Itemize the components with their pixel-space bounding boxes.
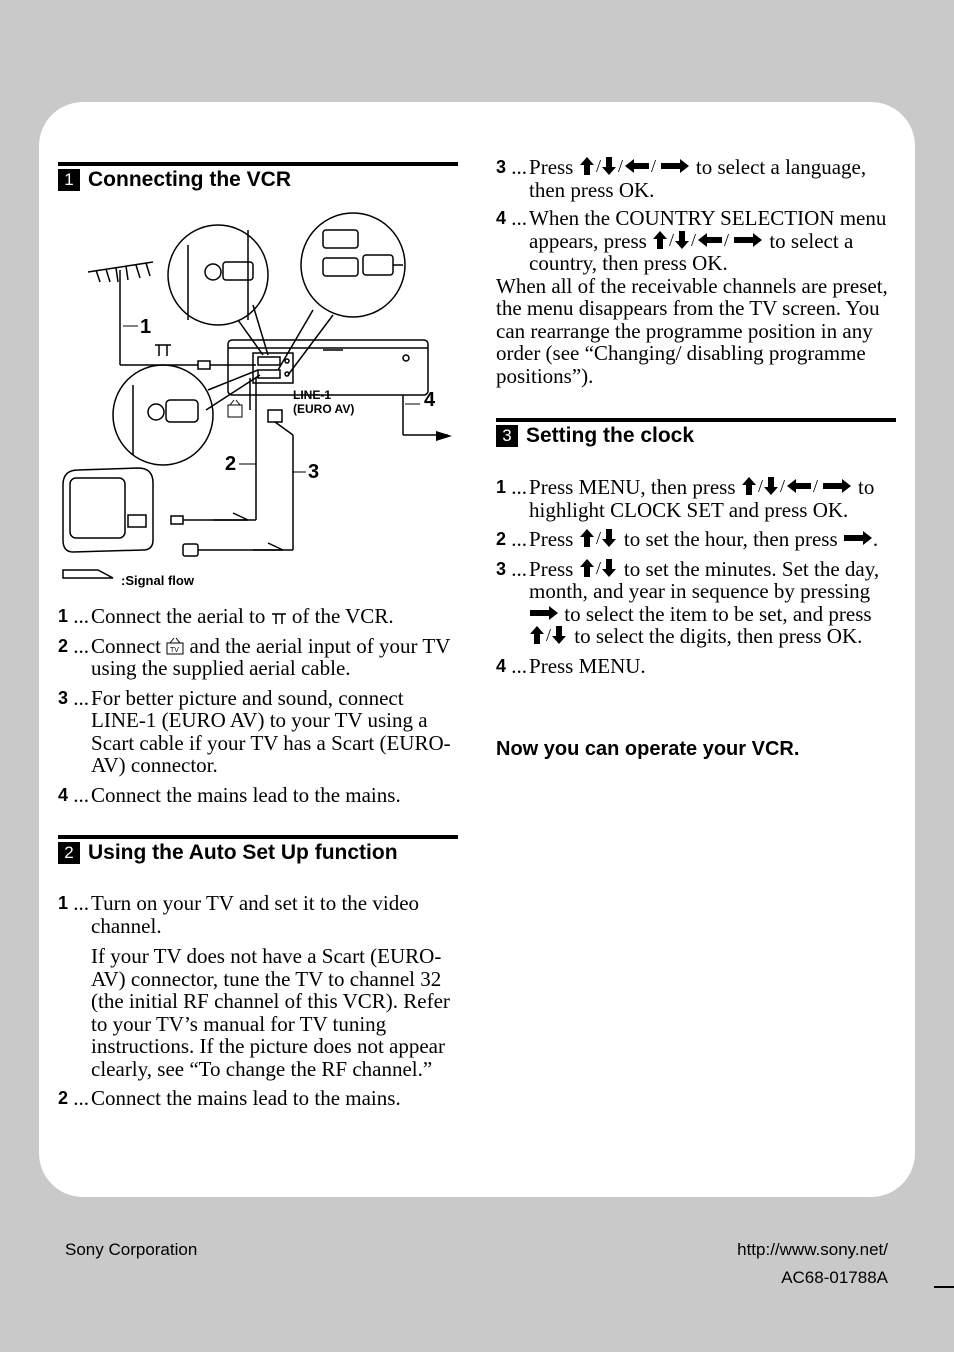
section-2-heading: 2 Using the Auto Set Up function — [58, 835, 458, 867]
signal-flow-legend: :Signal flow — [121, 573, 195, 588]
right-arrow-icon — [530, 605, 559, 620]
list-item: 1 ... Connect the aerial to of the VCR. — [58, 604, 394, 628]
section-number: 3 — [496, 425, 518, 447]
zoom-circle-aerial-out — [112, 364, 214, 466]
section-title: Setting the clock — [526, 424, 695, 447]
zoom-circle-scart — [300, 212, 406, 318]
list-item: 4 ... Press MENU. — [496, 653, 646, 678]
svg-text:/: / — [651, 156, 656, 176]
footer-company: Sony Corporation — [65, 1240, 198, 1259]
section-1-heading: 1 Connecting the VCR — [58, 162, 458, 194]
callout-4: 4 — [424, 389, 436, 411]
section-number: 1 — [58, 169, 80, 191]
up-down-arrows-icon: / — [579, 528, 616, 548]
callout-3: 3 — [308, 461, 319, 483]
content-card — [39, 102, 915, 1197]
section-title: Using the Auto Set Up function — [88, 841, 398, 864]
footer-code: AC68-01788A — [781, 1268, 888, 1287]
closing-statement: Now you can operate your VCR. — [496, 738, 800, 760]
aerial-terminal-icon — [155, 344, 171, 356]
up-down-left-right-arrows-icon: / / / — [653, 230, 763, 250]
list-item: 2 ... Connect TV and the aerial input of… — [58, 633, 450, 680]
section-2-steps: 1 ... Turn on your TV and set it to the … — [58, 892, 460, 1117]
list-item: 3 ... Press / to set the minutes. Set th… — [496, 556, 880, 648]
list-item: 3 ... Press / / / to select a language, … — [496, 155, 867, 202]
up-down-left-right-arrows-icon: / / / — [579, 156, 689, 176]
section-3-steps: 1 ... Press MENU, then press / / / to hi… — [496, 476, 896, 684]
tv-input-icon — [227, 399, 243, 418]
auto-setup-continued: 3 ... Press / / / to select a language, … — [496, 156, 896, 387]
svg-text:TV: TV — [170, 647, 179, 654]
list-item: 2 ... Connect the mains lead to the main… — [58, 1086, 401, 1110]
zoom-circle-aerial-in — [167, 224, 269, 326]
svg-text:/: / — [813, 476, 818, 496]
svg-text:/: / — [546, 625, 551, 645]
section-3-heading: 3 Setting the clock — [496, 418, 896, 450]
callout-2: 2 — [225, 453, 236, 475]
svg-text:/: / — [618, 156, 623, 176]
footer-url[interactable]: http://www.sony.net/ — [737, 1240, 888, 1259]
up-down-left-right-arrows-icon: / / / — [741, 476, 851, 496]
right-arrow-icon — [843, 531, 872, 545]
svg-text:/: / — [596, 528, 601, 548]
list-item: 3 ... For better picture and sound, conn… — [58, 685, 451, 777]
svg-text:/: / — [669, 230, 674, 250]
euroav-label: (EURO AV) — [293, 402, 354, 416]
tv-set — [62, 467, 154, 553]
svg-text:/: / — [691, 230, 696, 250]
list-item: 2 ... Press / to set the hour, then pres… — [496, 527, 879, 551]
list-item: 4 ... Connect the mains lead to the main… — [58, 782, 401, 807]
svg-text:/: / — [596, 156, 601, 176]
section-title: Connecting the VCR — [88, 168, 291, 191]
list-item: 1 ... Press MENU, then press / / / to hi… — [496, 475, 875, 522]
svg-text:/: / — [780, 476, 785, 496]
corner-mark — [934, 1286, 954, 1288]
section-number: 2 — [58, 842, 80, 864]
list-item: 1 ... Turn on your TV and set it to the … — [58, 891, 450, 1081]
svg-text:/: / — [724, 230, 729, 250]
svg-text:/: / — [758, 476, 763, 496]
section-1-steps: 1 ... Connect the aerial to of the VCR. … — [58, 605, 460, 813]
tv-input-icon: TV — [166, 637, 184, 654]
callout-1: 1 — [140, 316, 151, 338]
aerial-icon — [87, 261, 198, 366]
svg-text:/: / — [596, 558, 601, 578]
up-down-arrows-icon: / — [579, 558, 616, 578]
vcr-unit — [227, 339, 448, 436]
aerial-terminal-icon — [271, 613, 286, 624]
list-item: 4 ... When the COUNTRY SELECTION menu ap… — [496, 206, 887, 275]
up-down-arrows-icon: / — [530, 625, 567, 645]
preset-paragraph: When all of the receivable channels are … — [496, 273, 888, 388]
line1-label: LINE-1 — [293, 388, 331, 402]
connection-diagram: 1 2 3 4 LINE-1 (EURO AV) :Signal flow — [62, 212, 452, 588]
